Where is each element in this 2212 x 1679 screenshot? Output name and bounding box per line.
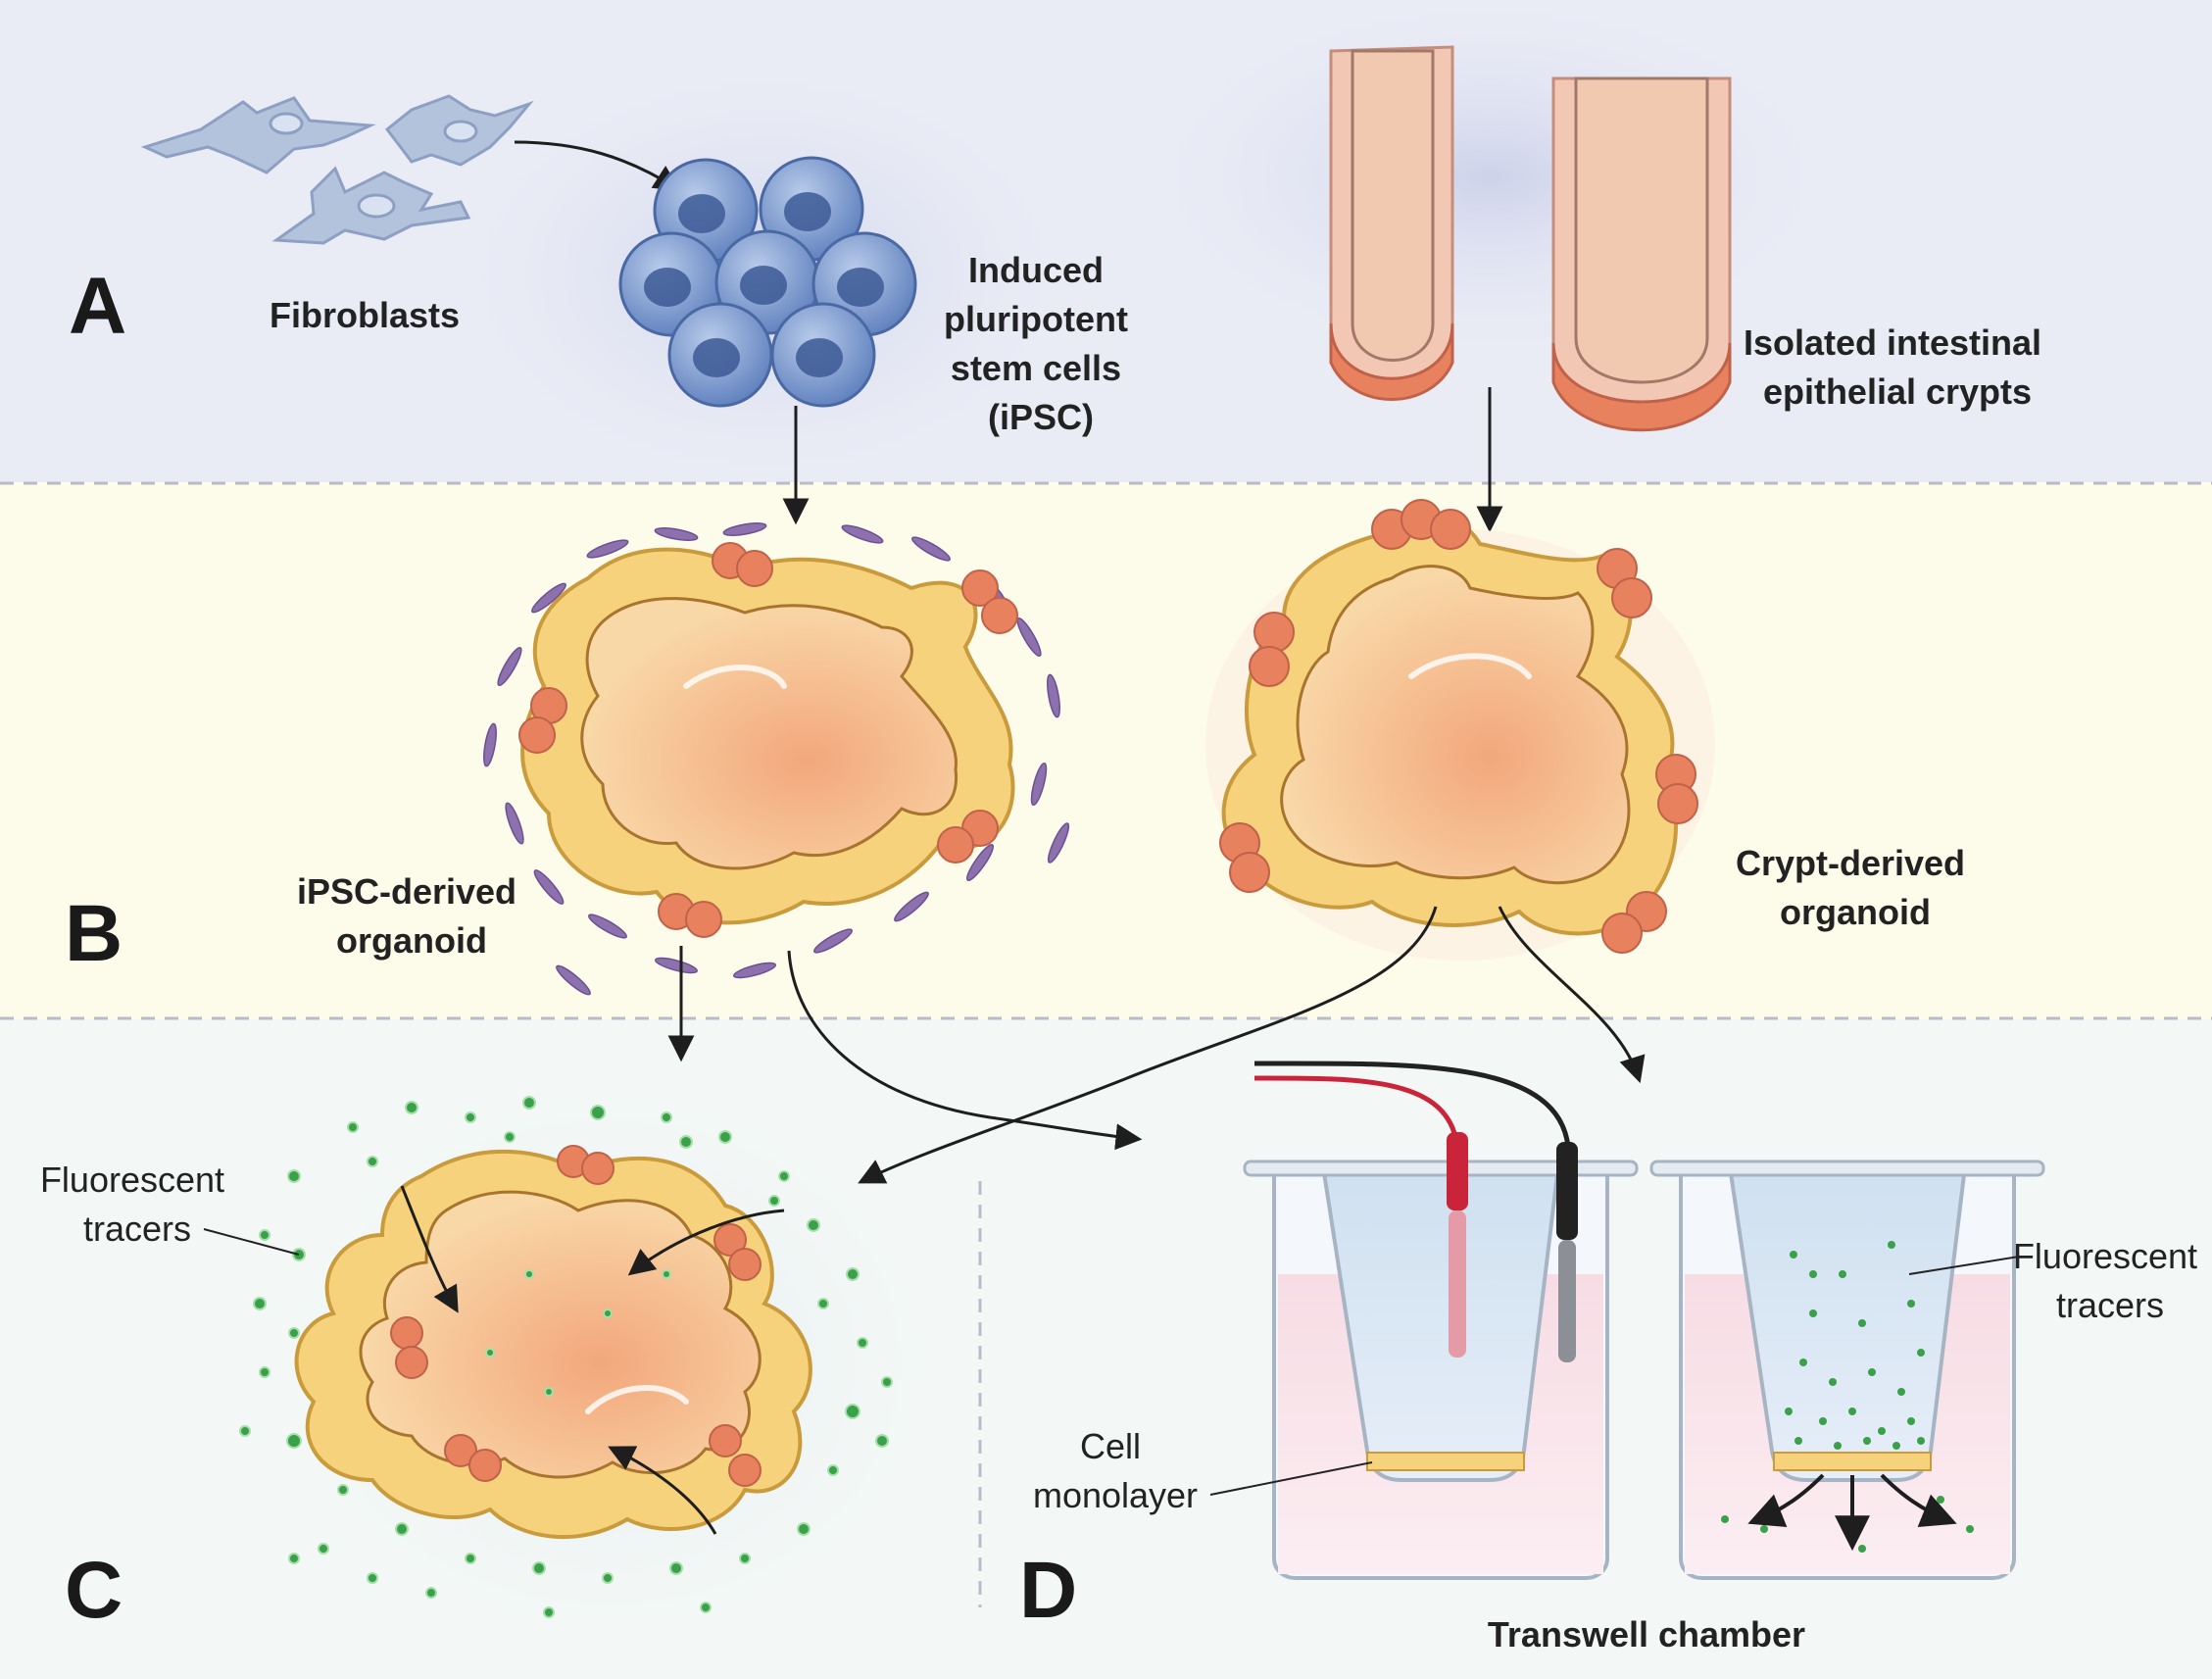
tracer-particles-c: [239, 1096, 893, 1618]
ipsc-organoid: [518, 542, 1018, 938]
crypt-organoid: [1219, 499, 1698, 954]
electrode-black: [1253, 1061, 1578, 1362]
ipsc-label: Induced pluripotent stem cells (iPSC): [944, 250, 1138, 437]
transwell-chamber-right: [1649, 1160, 2045, 1580]
crypt-organoid-label: Crypt-derived organoid: [1736, 843, 1975, 932]
transwell-label: Transwell chamber: [1488, 1614, 1805, 1654]
mesenchyme-cells: [483, 522, 1070, 996]
band-b-background: [0, 482, 2212, 1019]
monolayer-label: Cell monolayer: [1033, 1426, 1198, 1515]
intestinal-crypts: [1329, 45, 1732, 432]
arrow-ipsc-organoid-to-d: [787, 950, 1143, 1151]
fibroblasts-illustration: [140, 94, 534, 245]
flux-arrows: [1747, 1473, 1957, 1552]
panel-letter-c: C: [65, 1546, 123, 1635]
glow-crypts: [1137, 0, 1843, 363]
fibroblasts-label: Fibroblasts: [270, 295, 460, 335]
electrode-red: [1253, 1075, 1468, 1358]
arrow-crypt-organoid-to-d: [1498, 906, 1646, 1084]
arrow-crypt-organoid-to-c: [858, 906, 1438, 1184]
ipsc-organoid-label: iPSC-derived organoid: [297, 871, 526, 961]
panel-letter-a: A: [69, 262, 126, 351]
tracers-c-leader: [203, 1228, 300, 1256]
panel-letter-d: D: [1019, 1546, 1077, 1635]
crypts-label: Isolated intestinal epithelial crypts: [1744, 322, 2051, 412]
tracers-d-leader: [1908, 1256, 2020, 1275]
ipsc-cluster: [618, 156, 917, 408]
tracer-particles-d: [1721, 1241, 1974, 1553]
panel-letter-b: B: [65, 889, 123, 978]
arrow-fibroblasts-to-ipsc: [514, 140, 681, 191]
tracers-d-label: Fluorescent tracers: [2013, 1236, 2207, 1325]
tracers-c-label: Fluorescent tracers: [40, 1160, 234, 1249]
monolayer-leader: [1209, 1461, 1373, 1496]
organoid-c: [294, 1145, 812, 1540]
band-a-background: [0, 0, 2212, 482]
uptake-arrows: [400, 1185, 785, 1535]
